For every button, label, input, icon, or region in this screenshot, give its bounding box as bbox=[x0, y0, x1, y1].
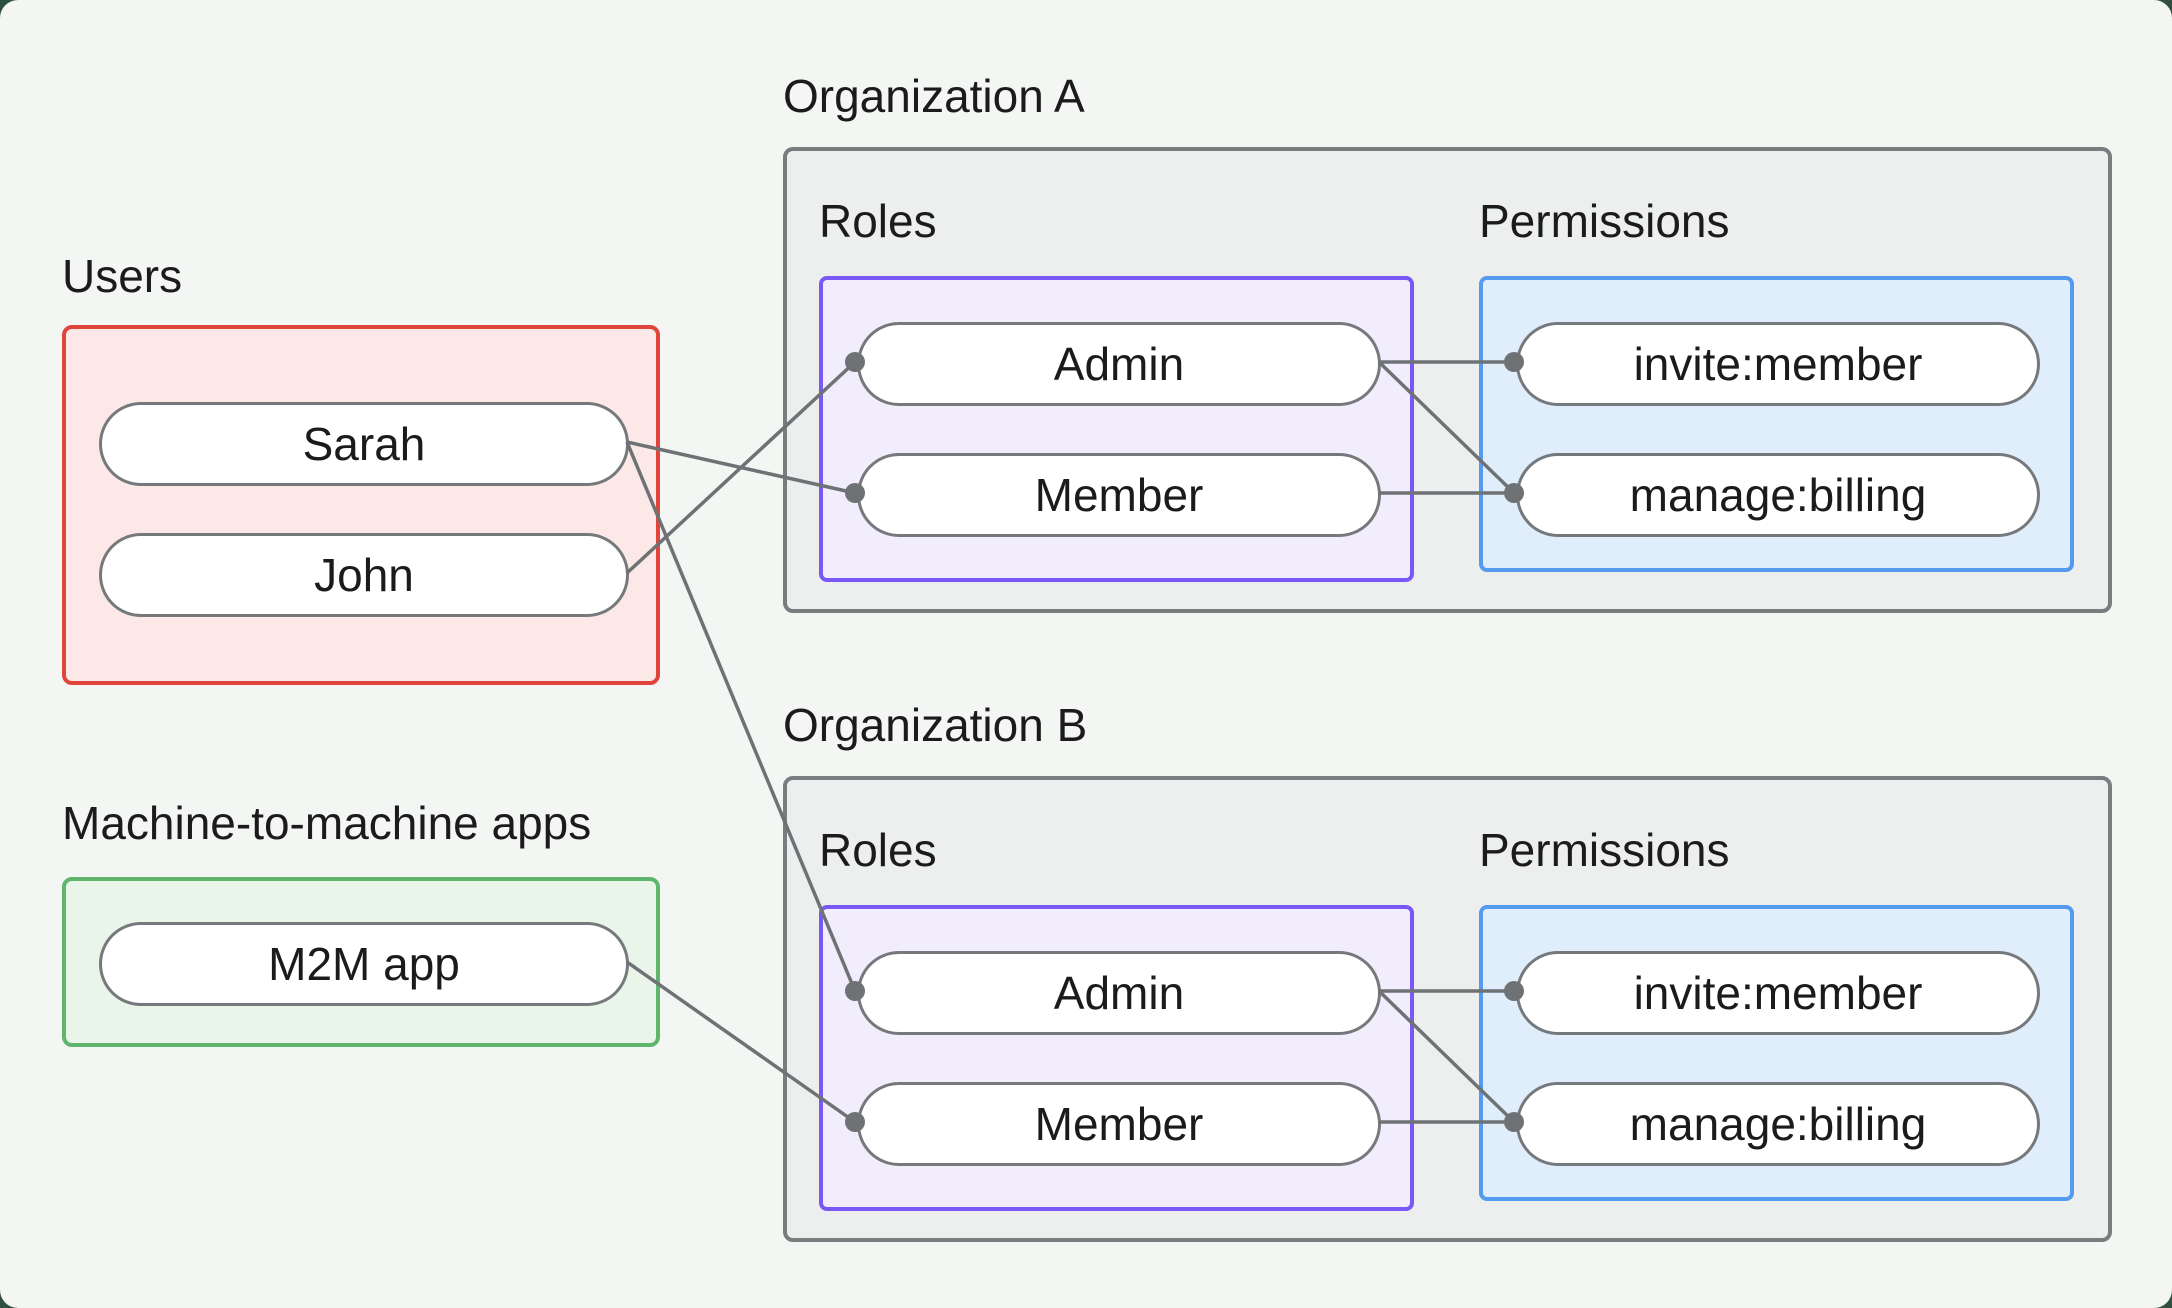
user-node-sarah: Sarah bbox=[99, 402, 629, 486]
org-b-roles-box: Admin Member bbox=[819, 905, 1414, 1211]
org-b-permissions-label: Permissions bbox=[1479, 824, 1730, 876]
m2m-app-node-label: M2M app bbox=[268, 938, 460, 990]
org-b-perm-invite-member-label: invite:member bbox=[1633, 967, 1923, 1019]
org-a-perm-invite-member: invite:member bbox=[1516, 322, 2040, 406]
org-b-permissions-box: invite:member manage:billing bbox=[1479, 905, 2074, 1201]
org-b-role-admin: Admin bbox=[857, 951, 1381, 1035]
org-a-role-member: Member bbox=[857, 453, 1381, 537]
org-a-role-admin-label: Admin bbox=[1053, 338, 1185, 390]
org-b-title: Organization B bbox=[783, 699, 1088, 751]
org-a-title: Organization A bbox=[783, 70, 1085, 122]
org-a-role-member-label: Member bbox=[1034, 469, 1204, 521]
org-a-roles-box: Admin Member bbox=[819, 276, 1414, 582]
org-a-permissions-label: Permissions bbox=[1479, 195, 1730, 247]
org-a-role-admin: Admin bbox=[857, 322, 1381, 406]
m2m-group-label: Machine-to-machine apps bbox=[62, 797, 592, 849]
users-group-label: Users bbox=[62, 250, 183, 302]
org-a-box: Roles Permissions Admin Member invite:me… bbox=[783, 147, 2112, 613]
org-b-perm-invite-member: invite:member bbox=[1516, 951, 2040, 1035]
org-b-perm-manage-billing: manage:billing bbox=[1516, 1082, 2040, 1166]
org-a-perm-manage-billing-label: manage:billing bbox=[1629, 469, 1927, 521]
org-a-perm-manage-billing: manage:billing bbox=[1516, 453, 2040, 537]
m2m-app-node: M2M app bbox=[99, 922, 629, 1006]
org-b-role-admin-label: Admin bbox=[1053, 967, 1185, 1019]
user-node-john-label: John bbox=[314, 549, 414, 601]
org-a-perm-invite-member-label: invite:member bbox=[1633, 338, 1923, 390]
users-group-box: Sarah John bbox=[62, 325, 660, 685]
user-node-sarah-label: Sarah bbox=[302, 418, 426, 470]
org-a-roles-label: Roles bbox=[819, 195, 937, 247]
m2m-group-box: M2M app bbox=[62, 877, 660, 1047]
org-b-role-member: Member bbox=[857, 1082, 1381, 1166]
org-b-roles-label: Roles bbox=[819, 824, 937, 876]
org-b-box: Roles Permissions Admin Member invite:me… bbox=[783, 776, 2112, 1242]
org-b-role-member-label: Member bbox=[1034, 1098, 1204, 1150]
user-node-john: John bbox=[99, 533, 629, 617]
org-b-perm-manage-billing-label: manage:billing bbox=[1629, 1098, 1927, 1150]
org-a-permissions-box: invite:member manage:billing bbox=[1479, 276, 2074, 572]
